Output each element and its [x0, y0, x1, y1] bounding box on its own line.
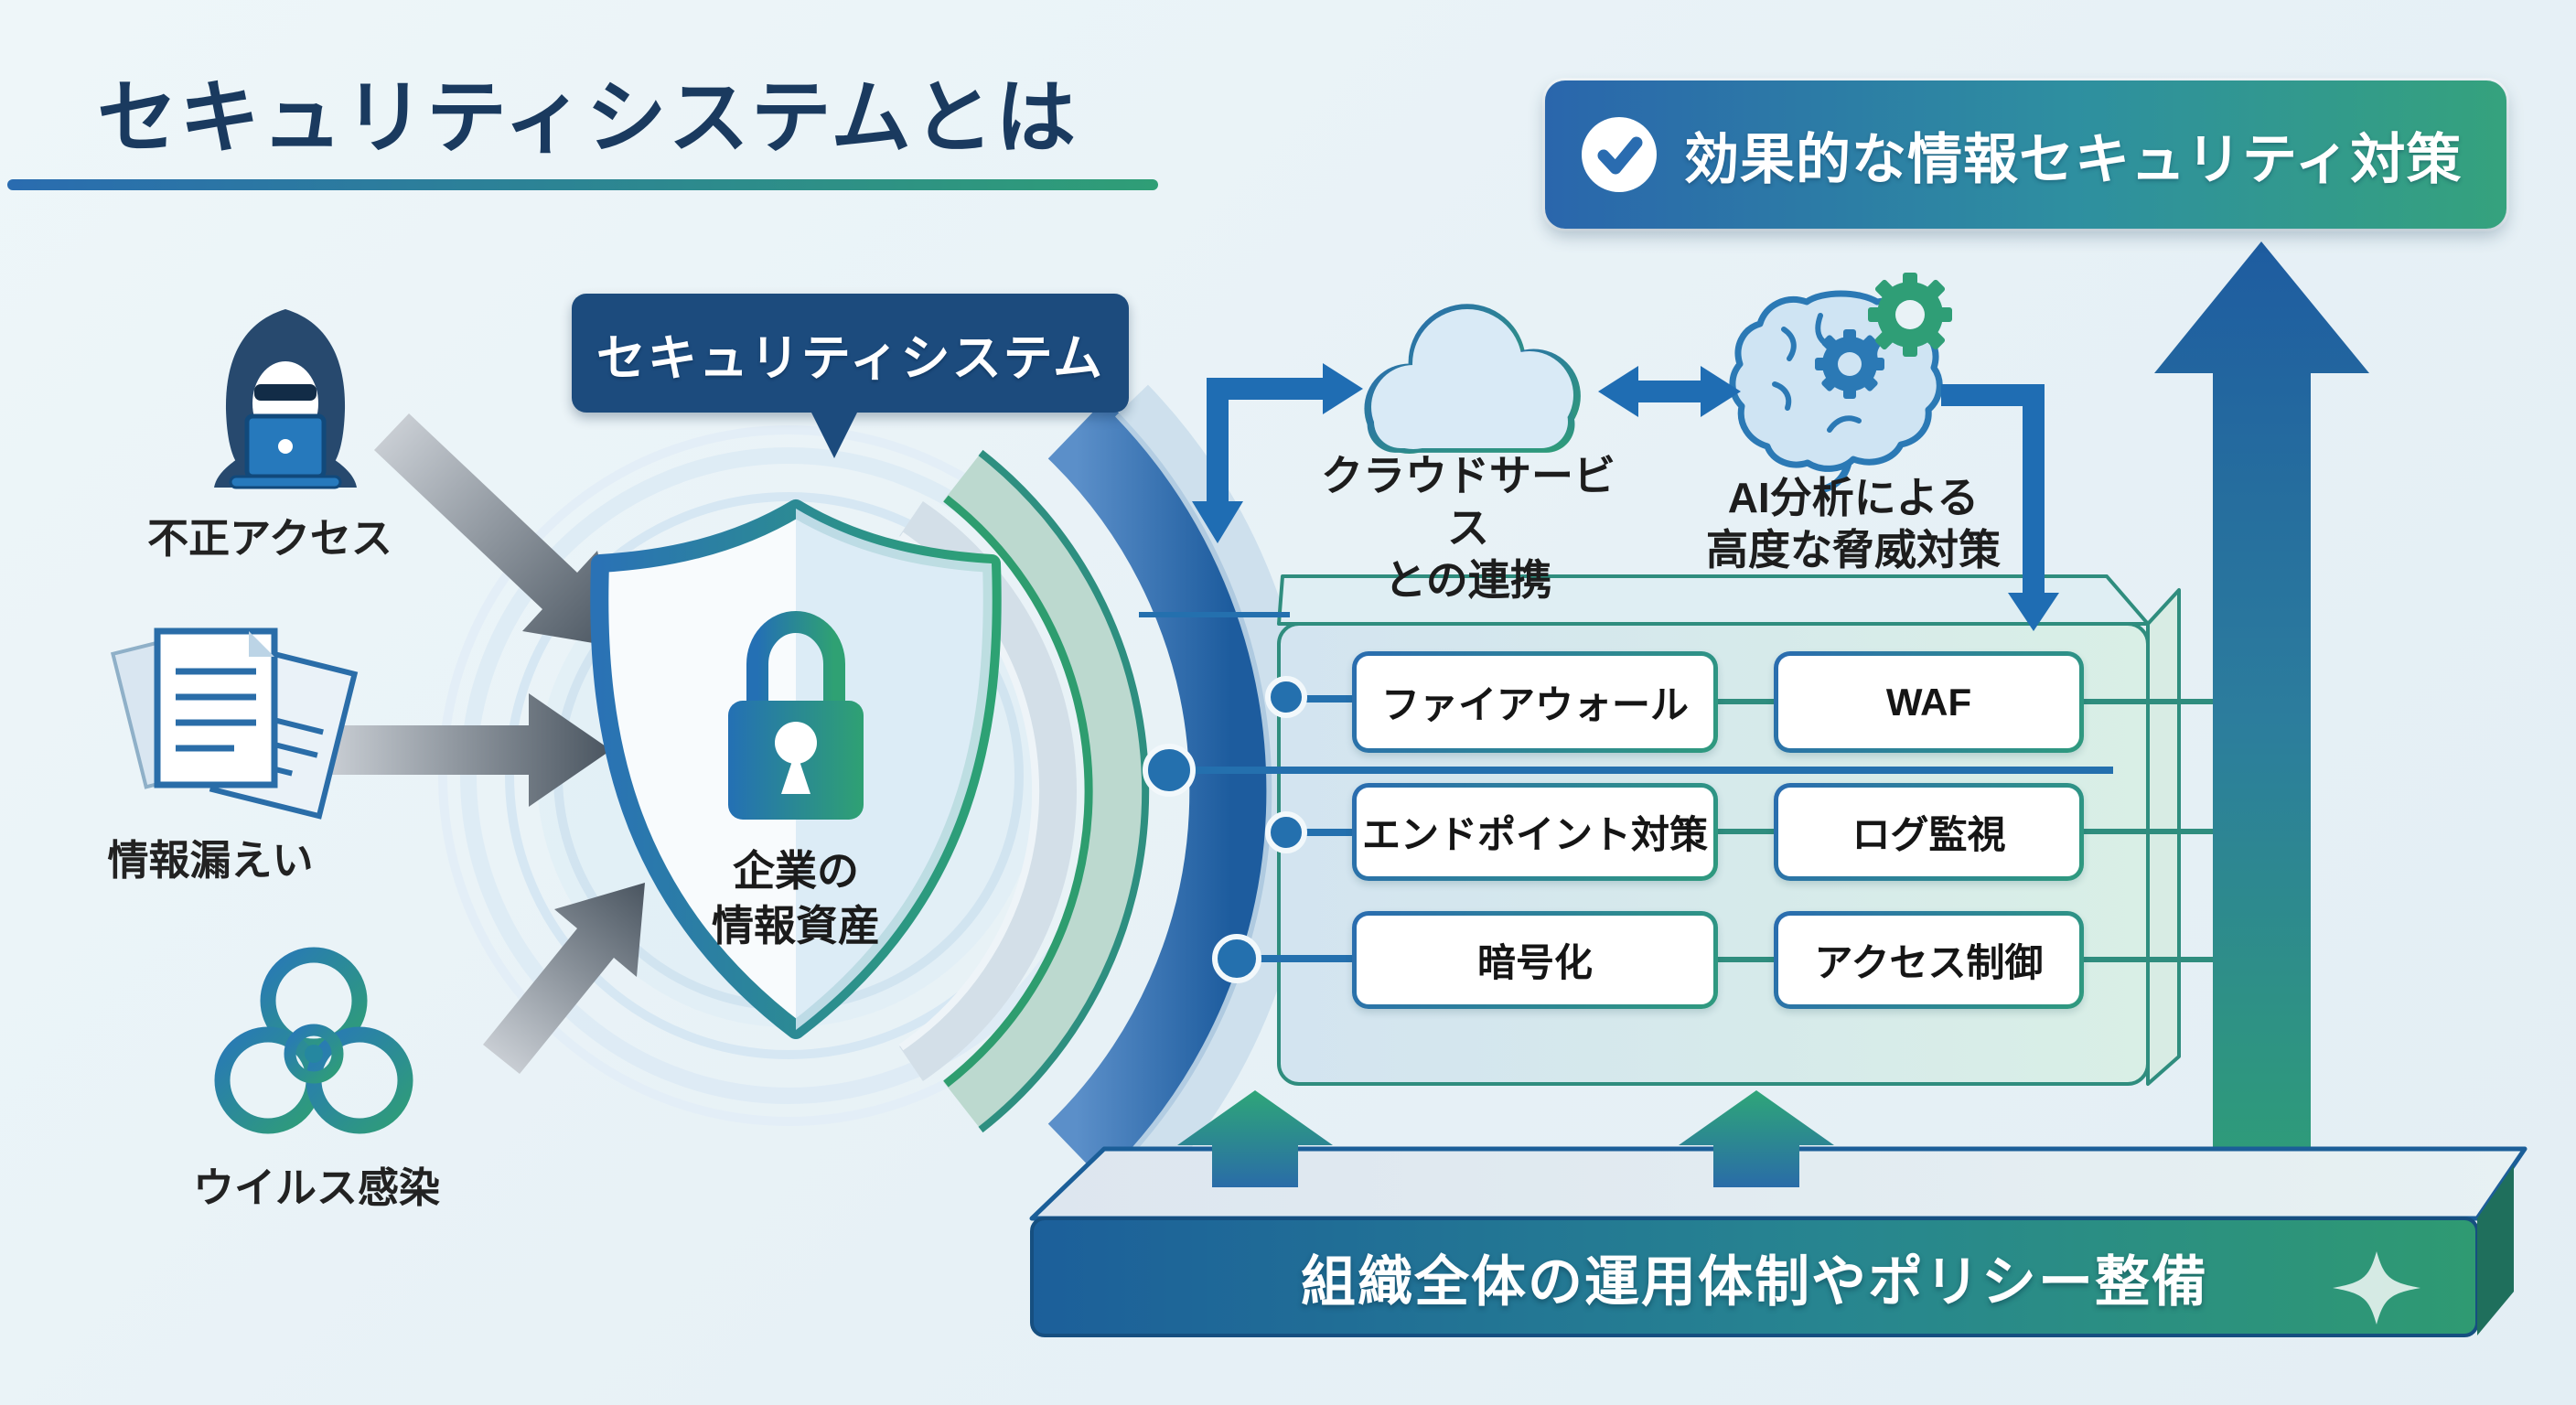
measure-label-endpoint: エンドポイント対策 — [1357, 788, 1713, 876]
lock-icon — [728, 611, 864, 820]
box-link-lines — [1718, 699, 2215, 962]
measure-label-firewall: ファイアウォール — [1357, 656, 1713, 748]
check-circle-icon — [1582, 117, 1657, 192]
ai-panel-connector — [1941, 384, 2059, 631]
ai-label-line2: 高度な脅威対策 — [1706, 526, 2001, 574]
hacker-icon — [214, 309, 357, 489]
measure-label-waf: WAF — [1778, 656, 2079, 748]
measure-label-encryption: 暗号化 — [1357, 916, 1713, 1004]
arc-green — [943, 452, 1147, 1131]
gear-icon-green — [1868, 273, 1952, 357]
measure-box-firewall: ファイアウォール — [1352, 651, 1718, 753]
support-arrows — [1177, 1090, 1834, 1187]
cloud-label: クラウドサービス との連携 — [1305, 450, 1631, 606]
documents-icon — [110, 627, 359, 820]
arrow-unauthorized-access — [374, 413, 620, 648]
measure-label-access-control: アクセス制御 — [1778, 916, 2079, 1004]
ai-brain-gears-icon — [1729, 273, 1952, 492]
arc-green-outer-line — [978, 449, 1150, 1133]
arc-green-inner-line — [943, 495, 1093, 1088]
governance-banner — [1029, 1146, 2528, 1337]
measure-box-waf: WAF — [1774, 651, 2084, 753]
measure-box-encryption: 暗号化 — [1352, 911, 1718, 1009]
asset-label: 企業の 情報資産 — [659, 843, 933, 953]
security-system-bubble-label: セキュリティシステム — [596, 330, 1105, 386]
threat-label-virus-infection: ウイルス感染 — [192, 1164, 440, 1211]
bubble-pointer — [810, 411, 858, 458]
threat-arrows — [331, 413, 645, 1074]
arc-panel-connectors — [1139, 612, 2113, 983]
asset-label-line2: 情報資産 — [712, 902, 880, 949]
gear-icon-blue — [1815, 329, 1884, 399]
improvement-arrow-icon — [2154, 241, 2369, 1198]
arrow-information-leak — [331, 693, 611, 807]
governance-banner-label: 組織全体の運用体制やポリシー整備 — [1301, 1250, 2208, 1313]
cloud-label-line2: との連携 — [1384, 556, 1552, 604]
ai-label: AI分析による 高度な脅威対策 — [1670, 472, 2036, 576]
cloud-system-connector — [1192, 363, 1363, 543]
sparkle-icon — [2333, 1251, 2420, 1325]
sunglasses-icon — [254, 384, 317, 401]
badge-label: 効果的な情報セキュリティ対策 — [1684, 128, 2463, 190]
page-title: セキュリティシステムとは — [97, 72, 1079, 163]
arrow-virus-infection — [483, 883, 645, 1074]
cloud-icon — [1364, 304, 1581, 454]
biohazard-icon — [214, 947, 413, 1134]
cloud-label-line1: クラウドサービス — [1321, 452, 1615, 552]
measure-label-log-monitoring: ログ監視 — [1778, 788, 2079, 876]
title-underline — [7, 179, 1158, 190]
threat-label-information-leak: 情報漏えい — [107, 837, 314, 884]
cloud-ai-double-arrow — [1598, 366, 1741, 417]
measure-box-endpoint: エンドポイント対策 — [1352, 783, 1718, 881]
threat-label-unauthorized-access: 不正アクセス — [147, 515, 392, 562]
effective-measures-badge: 効果的な情報セキュリティ対策 — [1545, 80, 2506, 229]
arc-blue — [1047, 399, 1272, 1184]
asset-label-line1: 企業の — [733, 847, 859, 895]
measure-box-log-monitoring: ログ監視 — [1774, 783, 2084, 881]
ai-label-line1: AI分析による — [1727, 474, 1980, 521]
measure-box-access-control: アクセス制御 — [1774, 911, 2084, 1009]
shield-lock-icon — [590, 499, 1002, 1039]
security-system-bubble: セキュリティシステム — [572, 294, 1129, 413]
